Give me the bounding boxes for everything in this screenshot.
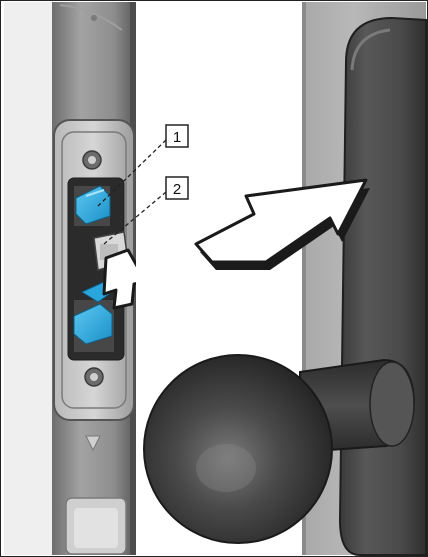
callout-2-label: 2 — [173, 181, 181, 198]
lower-screw — [85, 368, 103, 386]
callout-1: 1 — [166, 125, 188, 147]
callout-1-label: 1 — [173, 129, 181, 146]
door-knob — [144, 355, 332, 543]
upper-screw — [83, 151, 101, 169]
door-lever — [340, 18, 426, 555]
callout-2: 2 — [166, 177, 188, 199]
